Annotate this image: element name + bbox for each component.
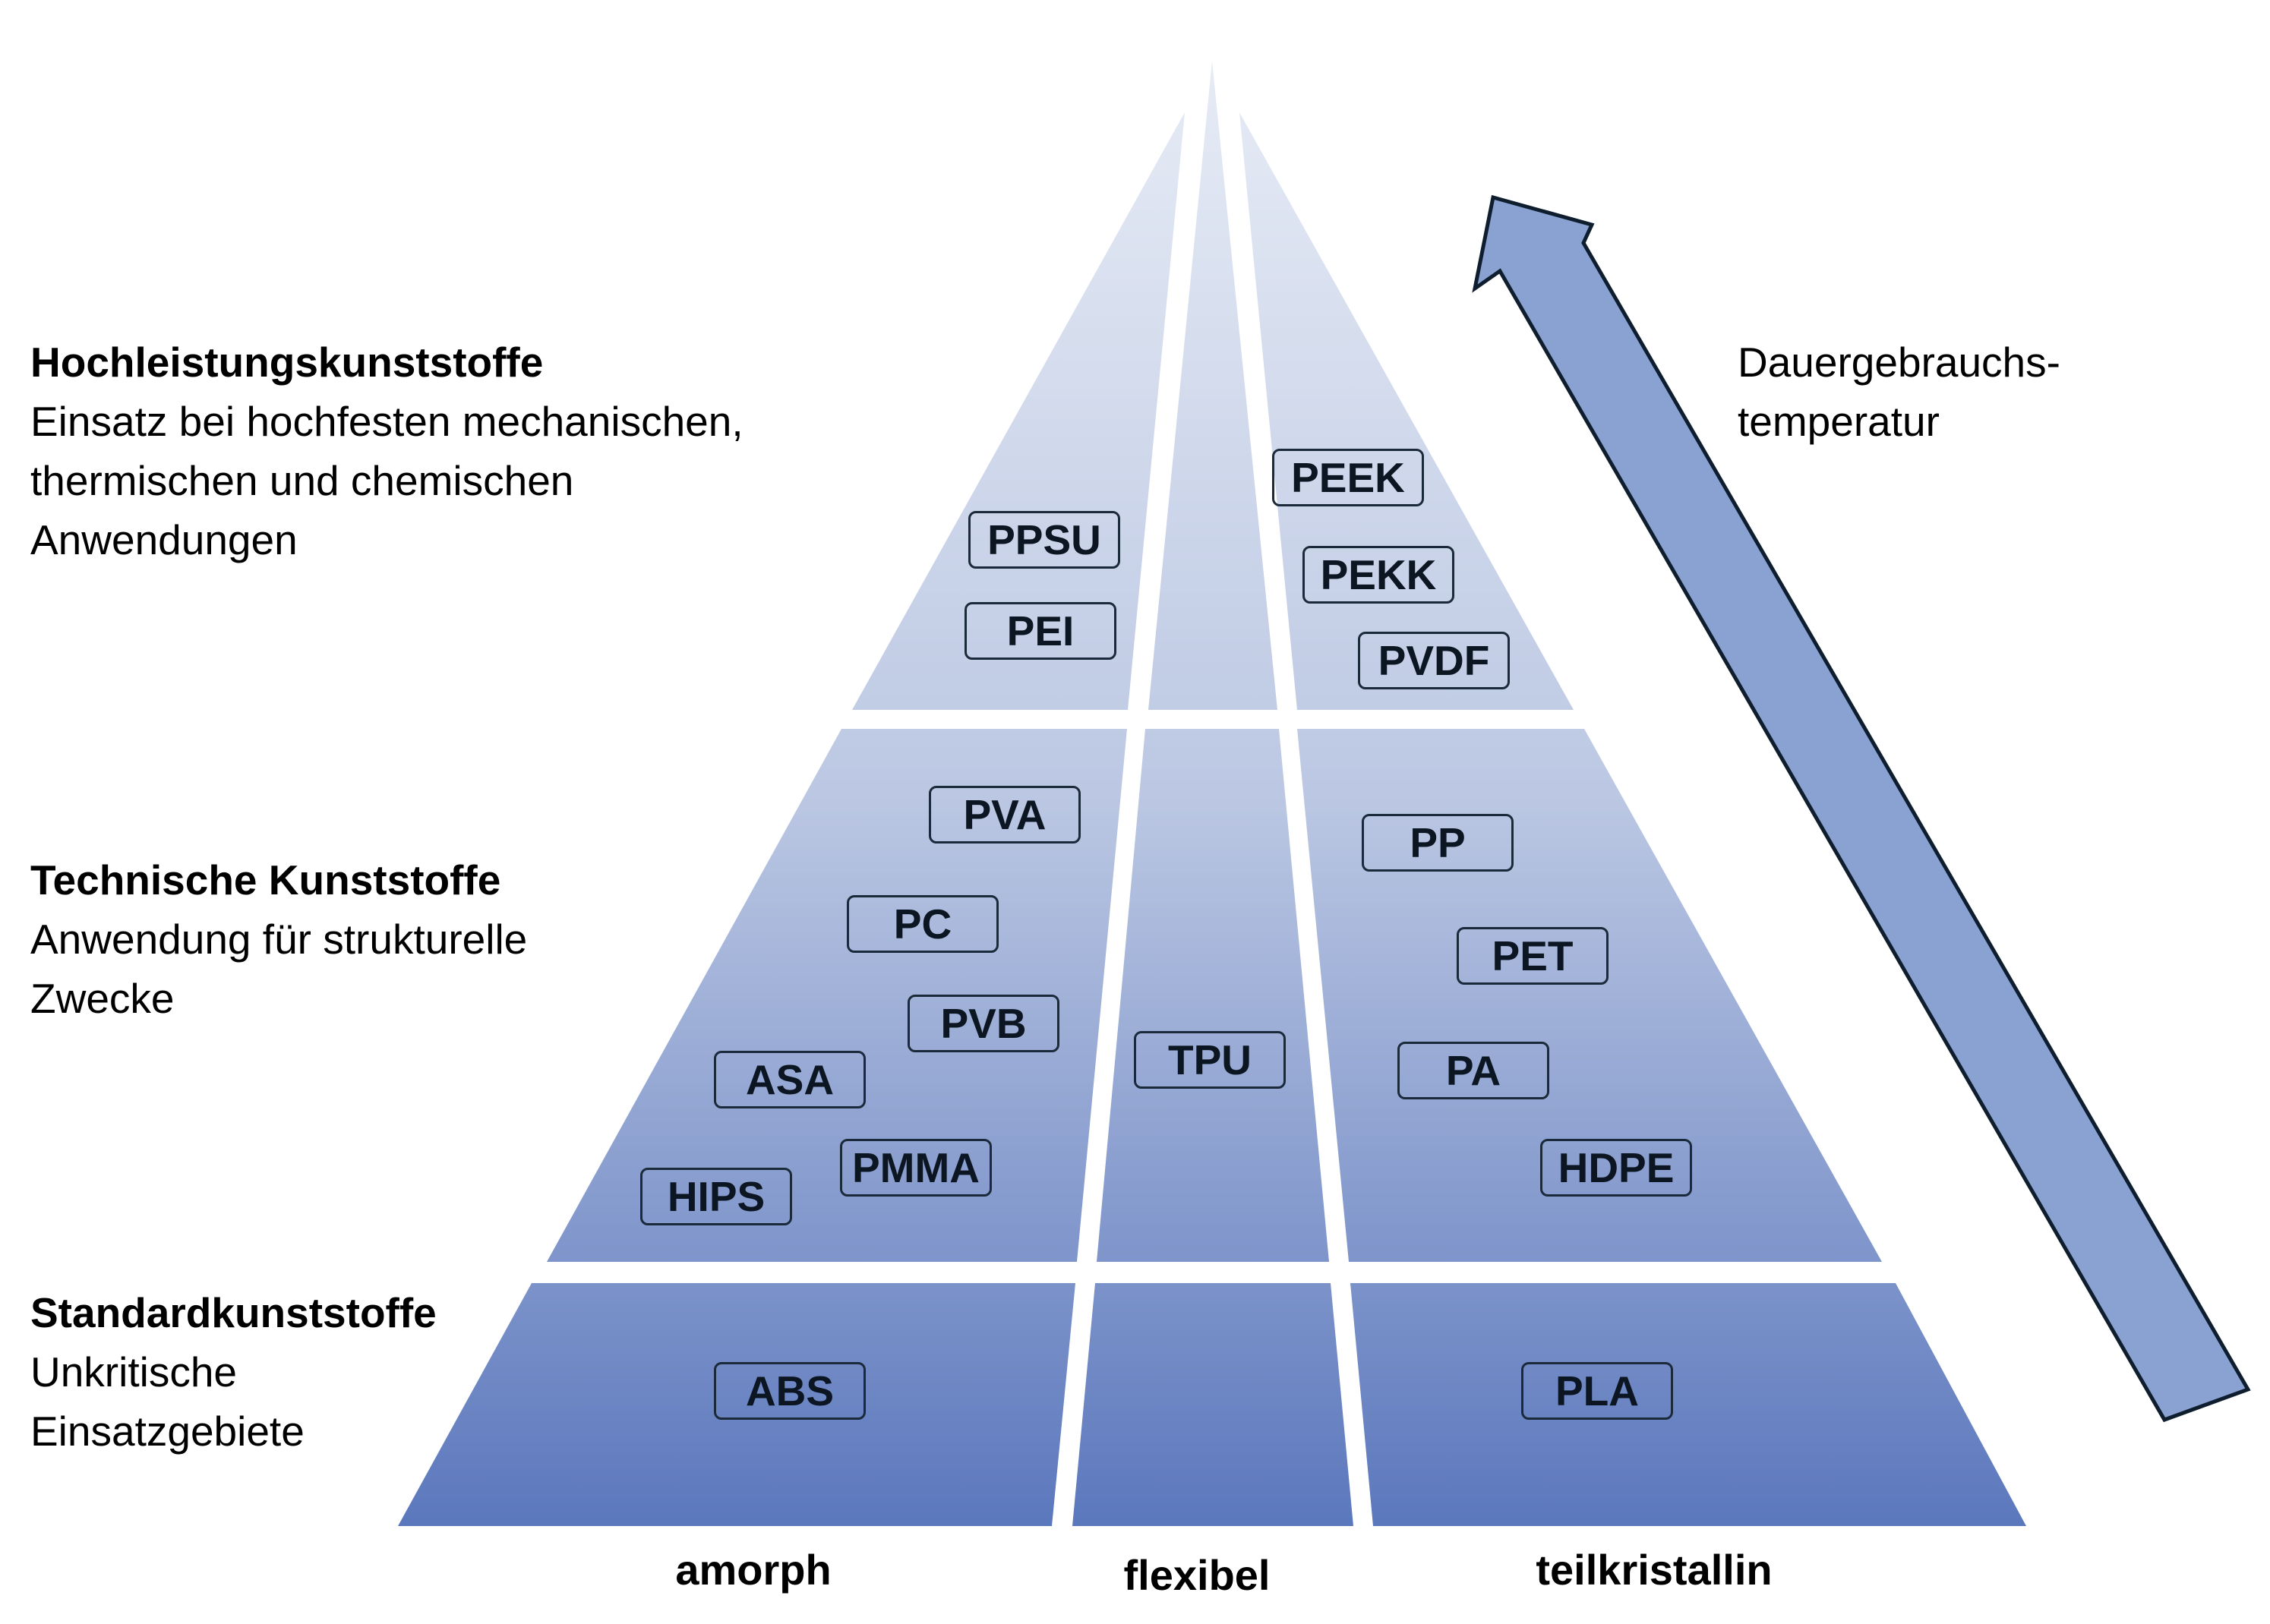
tier-high-performance: Hochleistungskunststoffe Einsatz bei hoc… bbox=[30, 333, 744, 569]
column-label-teilkristallin: teilkristallin bbox=[1536, 1546, 1773, 1594]
material-box: PLA bbox=[1521, 1362, 1673, 1420]
material-box: ABS bbox=[714, 1362, 866, 1420]
pyramid-segment-std-amorph bbox=[398, 1283, 1075, 1526]
pyramid-segment-high-amorph bbox=[852, 112, 1185, 710]
material-box: PVDF bbox=[1358, 632, 1510, 689]
material-box: PVB bbox=[908, 995, 1059, 1052]
material-box: HDPE bbox=[1540, 1139, 1692, 1197]
material-box: PMMA bbox=[840, 1139, 992, 1197]
pyramid-segment-std-flexibel bbox=[1072, 1283, 1353, 1526]
material-box: PET bbox=[1457, 927, 1609, 985]
tier-standard: Standardkunststoffe Unkritische Einsatzg… bbox=[30, 1283, 437, 1461]
column-label-amorph: amorph bbox=[675, 1546, 832, 1594]
material-box: PEKK bbox=[1302, 546, 1454, 604]
tier-title: Standardkunststoffe bbox=[30, 1289, 437, 1336]
material-box: PVA bbox=[929, 786, 1081, 844]
pyramid-segment-std-teilkristallin bbox=[1350, 1283, 2026, 1526]
material-box: TPU bbox=[1134, 1031, 1286, 1089]
tier-description: Anwendung für strukturelle Zwecke bbox=[30, 916, 528, 1022]
pyramid-segment-tech-teilkristallin bbox=[1297, 729, 1882, 1262]
arrow-label: Dauergebrauchs- temperatur bbox=[1738, 339, 2060, 445]
material-box: HIPS bbox=[640, 1168, 792, 1225]
tier-title: Technische Kunststoffe bbox=[30, 856, 501, 903]
pyramid-segment-high-teilkristallin bbox=[1239, 112, 1574, 710]
column-label-flexibel: flexibel bbox=[1123, 1551, 1271, 1599]
pyramid-segment-tech-amorph bbox=[547, 729, 1127, 1262]
material-box: PPSU bbox=[968, 511, 1120, 569]
tier-technical: Technische Kunststoffe Anwendung für str… bbox=[30, 850, 527, 1028]
tier-description: Einsatz bei hochfesten mechanischen, the… bbox=[30, 398, 744, 563]
tier-title: Hochleistungskunststoffe bbox=[30, 339, 544, 386]
pyramid-segment-high-flexibel bbox=[1148, 61, 1277, 710]
tier-description: Unkritische Einsatzgebiete bbox=[30, 1348, 305, 1455]
material-box: PEEK bbox=[1272, 449, 1424, 506]
material-box: PEI bbox=[965, 602, 1116, 660]
temperature-arrow-icon bbox=[1472, 194, 2251, 1423]
material-box: PA bbox=[1397, 1042, 1549, 1099]
material-box: PP bbox=[1362, 814, 1514, 872]
pyramid-segment-tech-flexibel bbox=[1097, 729, 1329, 1262]
material-box: PC bbox=[847, 895, 999, 953]
material-box: ASA bbox=[714, 1051, 866, 1108]
